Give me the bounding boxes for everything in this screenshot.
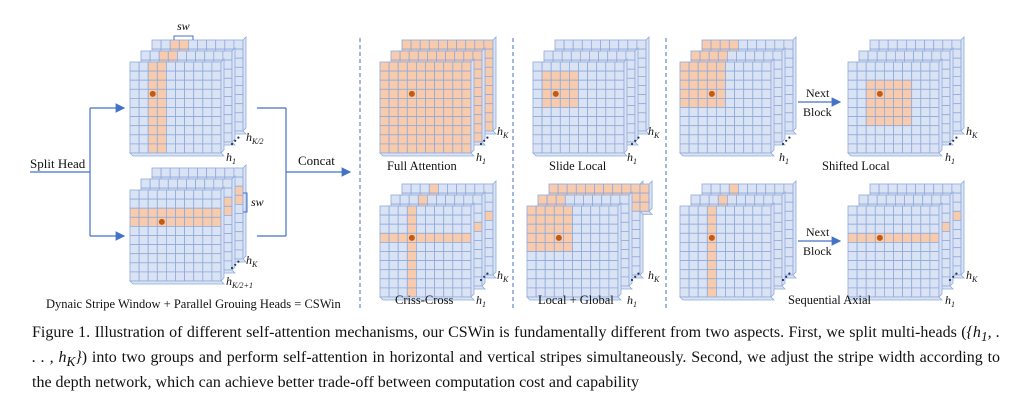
label-full-attention: Full Attention xyxy=(387,159,458,173)
cswin-horizontal-front xyxy=(129,186,225,285)
head-label-hk21: hK/2+1 xyxy=(226,274,253,290)
query-dot xyxy=(158,218,165,225)
caption-math: {h xyxy=(966,324,981,341)
caption-math-subk: K xyxy=(66,354,76,370)
query-dot xyxy=(408,234,415,241)
concat-label: Concat xyxy=(298,153,335,168)
head-label-hk2: hK/2 xyxy=(246,130,264,146)
figure-caption: Figure 1. Illustration of different self… xyxy=(32,322,1000,393)
head-label-hk: hK xyxy=(966,268,978,284)
ellipsis-dots xyxy=(630,136,640,146)
local-global-front xyxy=(526,202,622,301)
sw-label-top: sw xyxy=(177,19,190,33)
head-label-h1: h1 xyxy=(627,293,637,309)
label-local-global: Local + Global xyxy=(538,293,614,307)
query-dot xyxy=(876,90,883,97)
figure-diagram: Split Head sw sw Concat hK/2 h1 hK hK/2+… xyxy=(30,19,978,311)
split-head-label: Split Head xyxy=(30,156,86,171)
head-label-h1: h1 xyxy=(945,293,955,309)
label-shifted-local: Shifted Local xyxy=(822,159,890,173)
shifted-local-a-front xyxy=(679,58,775,157)
ellipsis-dots xyxy=(479,272,489,282)
ellipsis-dots xyxy=(781,136,791,146)
head-label-h1: h1 xyxy=(476,293,486,309)
local-global-token xyxy=(639,180,654,215)
query-dot xyxy=(708,90,715,97)
split-head-connector xyxy=(30,103,352,241)
head-label-h1: h1 xyxy=(945,150,955,166)
sw-bracket-right xyxy=(243,192,248,213)
caption-figure-label: Figure 1. xyxy=(32,324,91,341)
ellipsis-dots xyxy=(230,136,240,146)
head-label-hk: hK xyxy=(966,124,978,140)
query-dot xyxy=(876,234,883,241)
next-block-top-line1: Next xyxy=(806,86,830,100)
head-label-hk: hK xyxy=(648,124,660,140)
head-label-hk: hK xyxy=(497,124,509,140)
ellipsis-dots xyxy=(230,260,240,270)
sw-bracket-top xyxy=(173,35,194,40)
ellipsis-dots xyxy=(948,136,958,146)
query-dot xyxy=(408,90,415,97)
caption-text-a: Illustration of different self-attention… xyxy=(90,324,967,341)
sequential-axial-b-front xyxy=(847,202,943,301)
cswin-bottom-label: Dynaic Stripe Window + Parallel Grouing … xyxy=(46,297,342,311)
query-dot xyxy=(552,90,559,97)
separators xyxy=(359,38,667,310)
caption-math-end: } xyxy=(75,349,82,367)
next-block-bottom-line1: Next xyxy=(806,225,830,239)
label-criss-cross: Criss-Cross xyxy=(395,293,453,307)
cswin-vertical-front xyxy=(129,58,225,157)
query-dot xyxy=(708,234,715,241)
caption-text-b: ) into two groups and perform self-atten… xyxy=(32,349,1001,392)
criss-cross-front xyxy=(379,202,475,301)
caption-math-sub1: 1 xyxy=(980,329,988,345)
head-label-h1: h1 xyxy=(476,150,486,166)
label-slide-local: Slide Local xyxy=(549,159,607,173)
sw-label-right: sw xyxy=(251,195,264,209)
ellipsis-dots xyxy=(948,272,958,282)
full-attention-front xyxy=(379,58,475,157)
label-sequential-axial: Sequential Axial xyxy=(788,293,871,307)
ellipsis-dots xyxy=(479,136,489,146)
head-label-hk: hK xyxy=(497,268,509,284)
head-label-h1: h1 xyxy=(226,150,236,166)
head-label-h1: h1 xyxy=(779,150,789,166)
slide-local-front xyxy=(532,58,628,157)
head-label-hk: hK xyxy=(246,253,258,269)
caption-math-mid: , . . . , h xyxy=(32,324,1001,367)
next-block-top-line2: Block xyxy=(803,105,832,119)
next-block-bottom-line2: Block xyxy=(803,244,832,258)
ellipsis-dots xyxy=(630,272,640,282)
sequential-axial-a-front xyxy=(679,202,775,301)
query-dot xyxy=(149,90,156,97)
head-label-h1: h1 xyxy=(627,150,637,166)
head-label-hk: hK xyxy=(648,268,660,284)
shifted-local-b-front xyxy=(847,58,943,157)
query-dot xyxy=(555,234,562,241)
ellipsis-dots xyxy=(781,272,791,282)
